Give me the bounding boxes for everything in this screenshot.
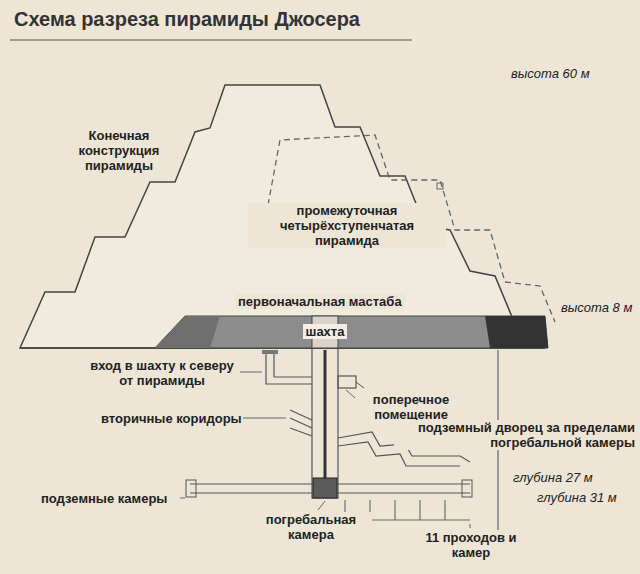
structure-label: промежуточная четырёхступенчатая пирамид… (248, 203, 446, 248)
mastaba-band: первоначальная мастаба шахта (150, 288, 550, 350)
height-label: высота 8 м (560, 300, 633, 315)
part-label: погребальная камера (250, 512, 372, 542)
part-label: подземный дворец за пределами погребальн… (394, 420, 636, 450)
height-label: высота 60 м (510, 66, 591, 81)
part-label: поперечное помещение (358, 392, 464, 422)
depth-label: глубина 27 м (512, 470, 594, 485)
part-label: вход в шахту к северу от пирамиды (84, 358, 240, 388)
part-label: вторичные коридоры (100, 411, 243, 426)
depth-label: глубина 31 м (536, 490, 618, 505)
diagram-title: Схема разреза пирамиды Джосера (14, 8, 360, 31)
structure-label: Конечная конструкция пирамиды (62, 128, 176, 173)
part-label: 11 проходов и камер (420, 530, 522, 560)
shaft-label: шахта (303, 324, 348, 339)
part-label: подземные камеры (40, 491, 168, 506)
node-heading: первоначальная мастаба (235, 294, 405, 309)
